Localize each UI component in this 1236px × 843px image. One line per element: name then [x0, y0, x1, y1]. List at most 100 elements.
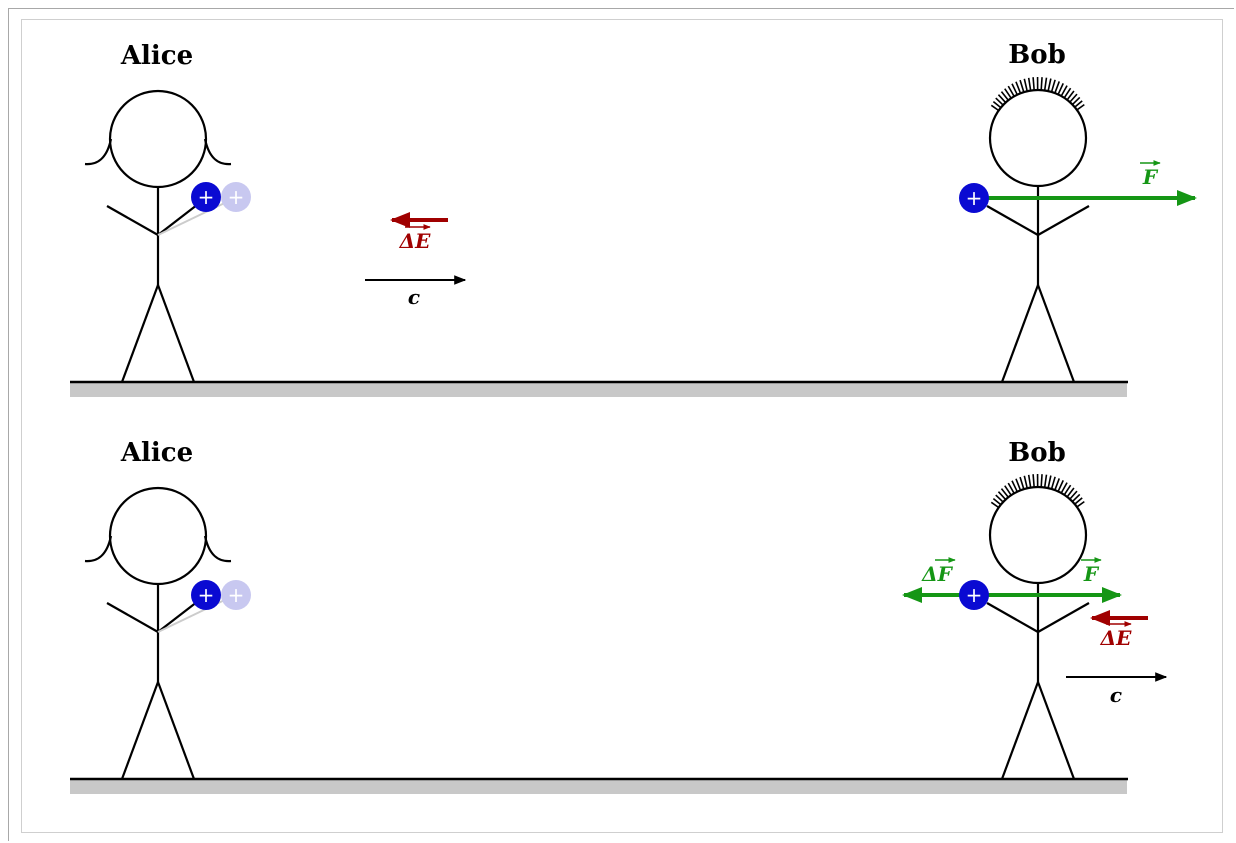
alice-hair-left — [84, 535, 113, 563]
hair-strand — [992, 100, 1002, 109]
outer-frame — [8, 8, 1234, 841]
charge-ghost-symbol: + — [228, 583, 245, 607]
bob-figure — [986, 88, 1090, 383]
alice-figure — [84, 486, 232, 780]
positive-charge-icon: + — [959, 183, 989, 213]
hair-strand — [1071, 96, 1081, 106]
hair-strand — [990, 104, 1000, 112]
bob-leg-left — [1000, 681, 1040, 780]
alice-leg-right — [156, 681, 196, 780]
hair-strand — [1015, 478, 1022, 491]
hair-strand — [1043, 77, 1048, 91]
bob-arm-right — [1037, 205, 1090, 236]
alice-hair-right — [203, 535, 232, 563]
bob-label: Bob — [1008, 438, 1066, 468]
charge-symbol: + — [966, 583, 983, 607]
hair-strand — [997, 491, 1007, 501]
alice-arm-left — [106, 602, 159, 633]
hair-strand — [1015, 81, 1022, 94]
delta-force-label: ΔF — [921, 562, 954, 586]
alice-leg-left — [120, 681, 160, 780]
hair-strand — [1063, 484, 1072, 496]
hair-strand — [1076, 500, 1085, 508]
hair-strand — [1074, 497, 1083, 505]
hair-strand — [1066, 90, 1075, 101]
hair-strand — [995, 97, 1004, 106]
hair-strand — [1007, 482, 1015, 494]
alice-head — [108, 89, 208, 189]
hair-strand — [1054, 81, 1061, 94]
hair-strand — [1057, 480, 1064, 492]
hair-strand — [1050, 476, 1056, 490]
hair-strand — [1032, 474, 1035, 488]
field-change-label: ΔE — [1100, 626, 1133, 650]
hair-strand — [1007, 85, 1015, 97]
hair-strand — [1069, 93, 1078, 103]
hair-strand — [1040, 474, 1043, 488]
hair-strand — [1000, 488, 1009, 498]
hair-strand — [1071, 493, 1081, 503]
hair-strand — [995, 494, 1004, 503]
hair-strand — [1011, 480, 1018, 493]
bob-label: Bob — [1008, 40, 1066, 70]
alice-charge-ghost: + — [221, 182, 251, 212]
force-label: F — [1142, 165, 1159, 189]
alice-arm-ghost — [157, 197, 236, 236]
positive-charge-icon: + — [191, 182, 221, 212]
bob-head — [988, 88, 1088, 188]
alice-leg-left — [120, 284, 160, 383]
hair-strand — [1004, 485, 1012, 496]
charge-symbol: + — [966, 186, 983, 210]
bob-arm-left — [986, 602, 1039, 633]
force-label: F — [1083, 562, 1100, 586]
hair-strand — [1047, 78, 1052, 92]
hair-strand — [997, 94, 1007, 104]
alice-leg-right — [156, 284, 196, 383]
hair-strand — [1047, 475, 1052, 489]
charge-symbol: + — [198, 583, 215, 607]
hair-strand — [1027, 474, 1032, 488]
hair-strand — [1060, 85, 1068, 97]
hair-strand — [1000, 91, 1009, 101]
bob-arm-right — [1037, 602, 1090, 633]
positive-charge-icon: + — [191, 580, 221, 610]
hair-strand — [1057, 83, 1064, 95]
hair-strand — [1074, 100, 1083, 108]
hair-strand — [1043, 474, 1048, 488]
hair-strand — [1023, 78, 1028, 92]
hair-strand — [1027, 77, 1032, 91]
bob-leg-right — [1036, 284, 1076, 383]
alice-label: Alice — [120, 41, 193, 71]
hair-strand — [1040, 77, 1043, 91]
hair-strand — [1019, 79, 1025, 93]
hair-icon — [990, 76, 1085, 112]
ground-shadow — [70, 383, 1127, 397]
figure-frame — [21, 19, 1223, 833]
hair-strand — [1076, 103, 1085, 111]
alice-label: Alice — [120, 438, 193, 468]
alice-hair-left — [84, 138, 113, 166]
hair-strand — [1019, 476, 1025, 490]
bob-leg-left — [1000, 284, 1040, 383]
hair-strand — [1069, 490, 1078, 500]
panel-bottom: + + Alice F ΔF + Bob ΔE c — [70, 438, 1168, 794]
hair-strand — [1011, 83, 1018, 96]
field-change-label: ΔE — [399, 229, 432, 253]
hair-strand — [1050, 79, 1056, 93]
hair-icon — [990, 473, 1085, 509]
bob-leg-right — [1036, 681, 1076, 780]
charge-ghost-symbol: + — [228, 185, 245, 209]
hair-strand — [1066, 487, 1075, 498]
alice-arm-ghost — [157, 594, 236, 633]
alice-head — [108, 486, 208, 586]
hair-strand — [1060, 482, 1068, 494]
alice-arm-left — [106, 205, 159, 236]
alice-figure — [84, 89, 232, 383]
positive-charge-icon: + — [959, 580, 989, 610]
bob-arm-left — [986, 205, 1039, 236]
panel-top: + + Alice ΔE c F + Bob — [70, 40, 1197, 397]
hair-strand — [992, 497, 1002, 506]
hair-strand — [990, 501, 1000, 509]
hair-strand — [1054, 478, 1061, 491]
